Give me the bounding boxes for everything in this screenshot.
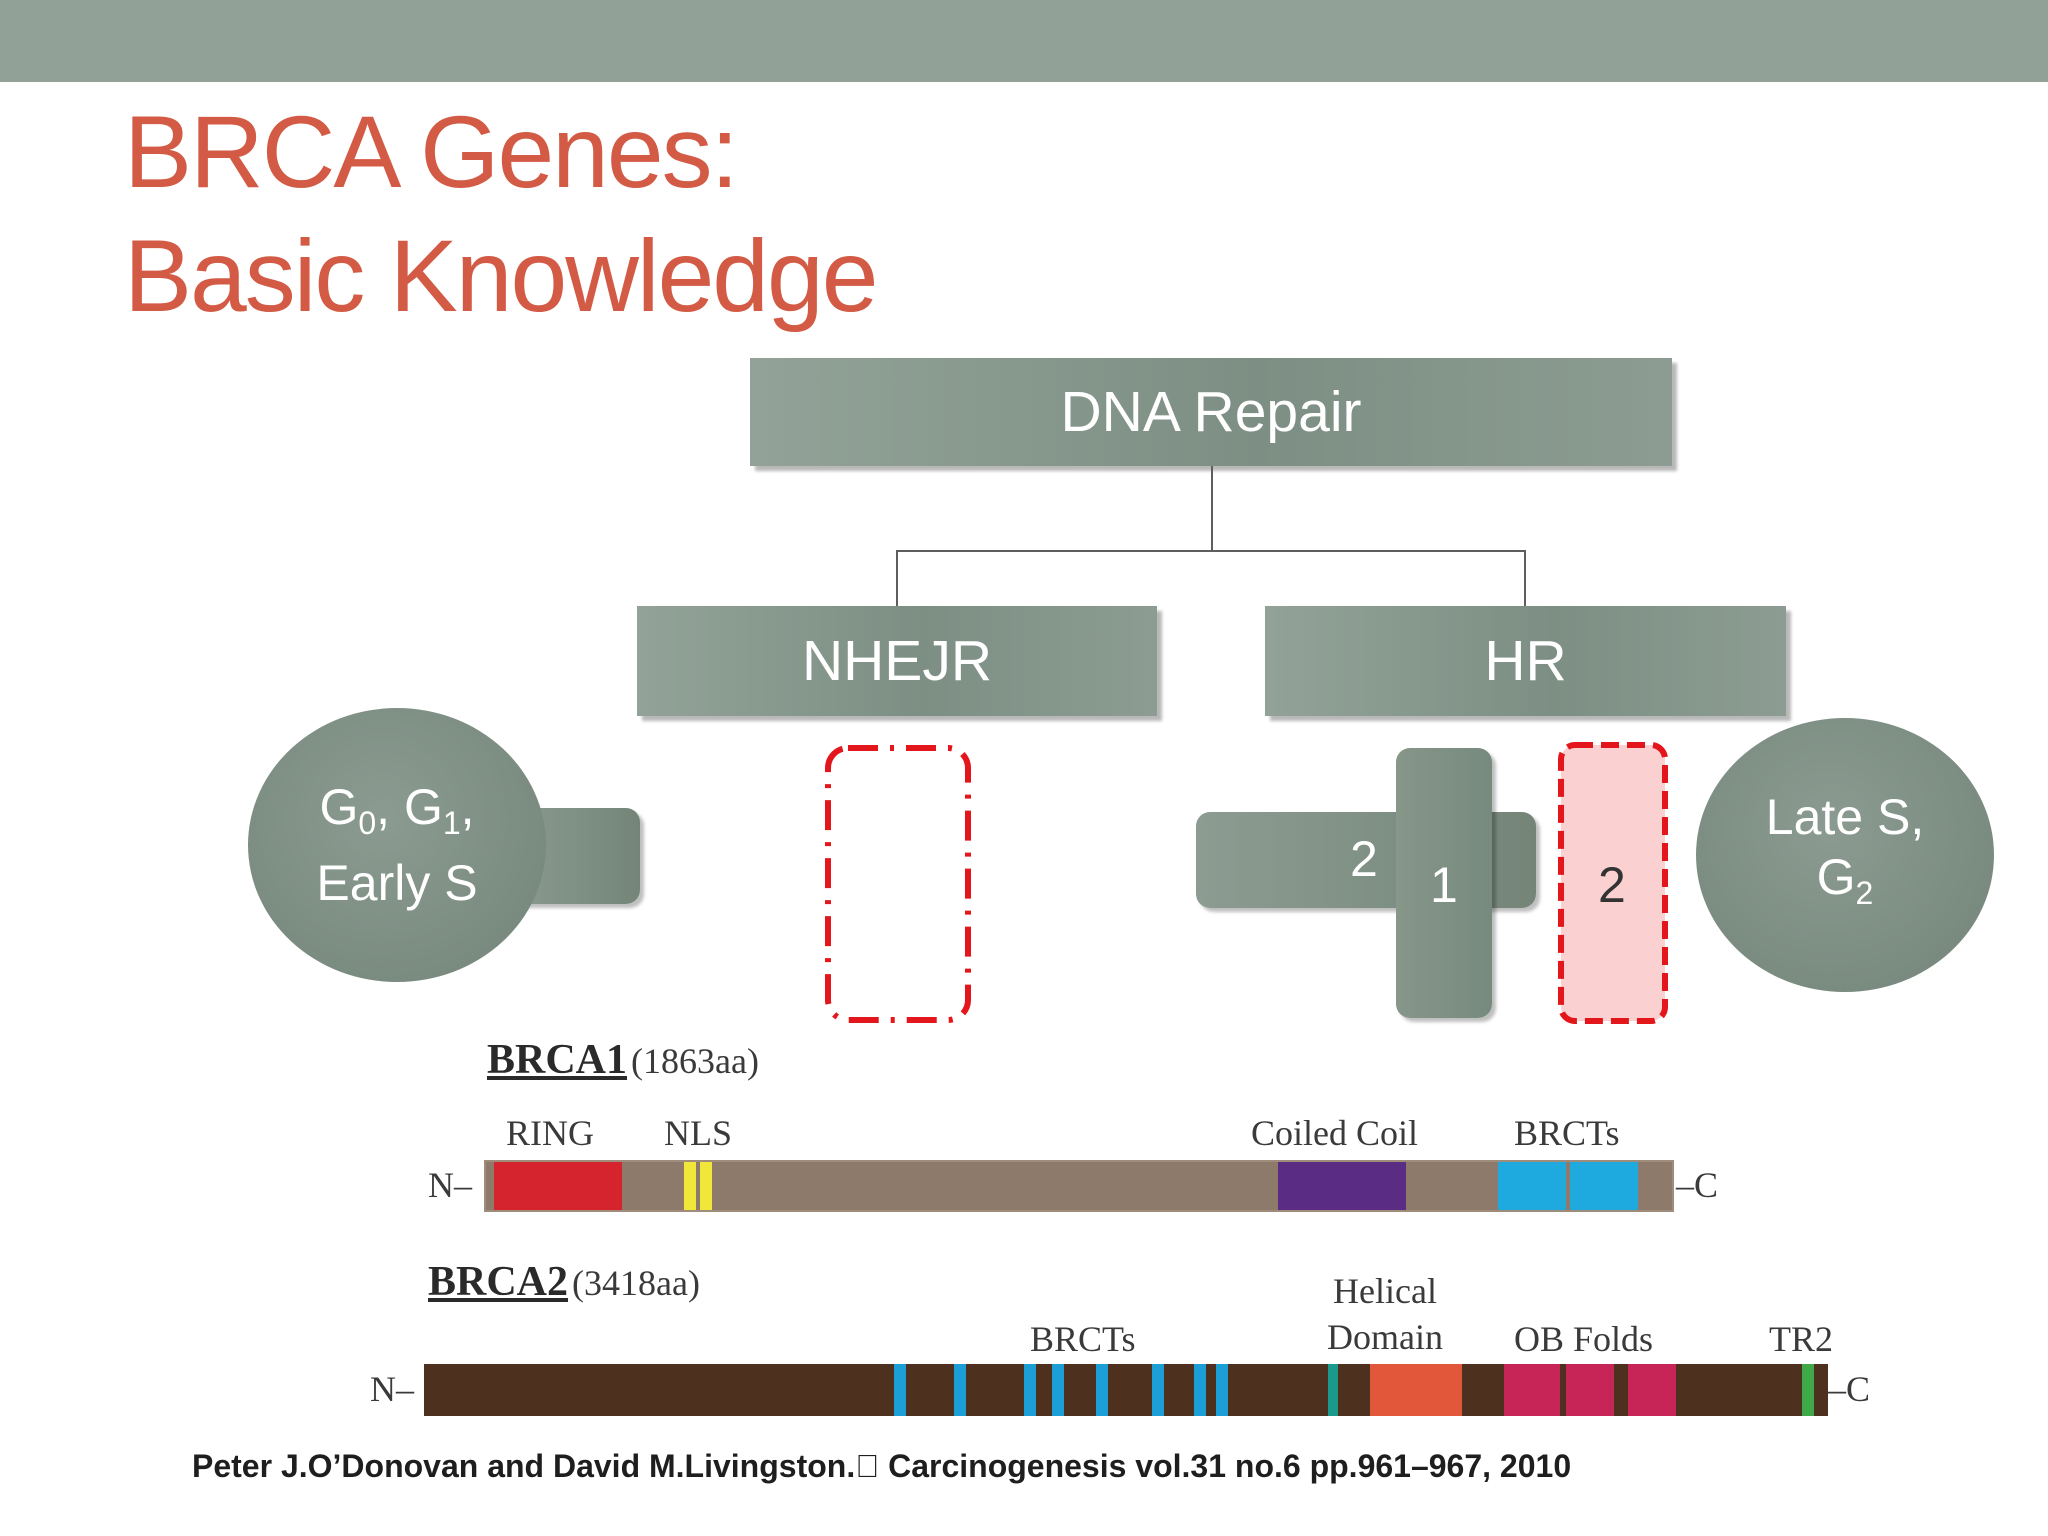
brca1-coiled-coil-domain <box>1278 1162 1406 1210</box>
right-phase-circle: Late S, G2 <box>1696 718 1994 992</box>
top-bar <box>0 0 2048 82</box>
brca2-helical-label: Helical <box>1333 1271 1437 1311</box>
title-line-1: BRCA Genes: <box>124 95 739 209</box>
brca1-length: (1863aa) <box>631 1041 759 1081</box>
brca1-brct-domain-2 <box>1570 1162 1638 1210</box>
brca2-brc-repeat-2 <box>954 1364 966 1416</box>
right-phase-line-2: G2 <box>1816 849 1874 911</box>
brca1-name: BRCA1 <box>487 1037 628 1083</box>
brca2-length: (3418aa) <box>572 1263 700 1303</box>
brca1-brcts-label: BRCTs <box>1514 1113 1620 1153</box>
brca2-n-terminus: N– <box>370 1369 414 1409</box>
connector-right-vertical <box>1524 550 1526 606</box>
brca2-tr2-domain <box>1802 1364 1814 1416</box>
connector-left-vertical <box>896 550 898 606</box>
right-phase-line-1: Late S, <box>1765 789 1925 845</box>
brca1-coiled-coil-label: Coiled Coil <box>1251 1113 1419 1153</box>
brca1-nls-motif-2 <box>700 1162 712 1210</box>
brca1-brct-domain-1 <box>1498 1162 1566 1210</box>
brca2-brc-repeat-4 <box>1052 1364 1064 1416</box>
title-line-2: Basic Knowledge <box>124 219 878 333</box>
connector-horizontal <box>896 550 1526 552</box>
brca2-brc-repeat-8 <box>1216 1364 1228 1416</box>
brca1-vertical-block <box>1396 748 1492 1018</box>
brca2-brc-repeat-7 <box>1194 1364 1206 1416</box>
brca2-ob-fold-1 <box>1504 1364 1560 1416</box>
brca2-c-terminus: –C <box>1828 1369 1871 1409</box>
brca2-ob-fold-2 <box>1566 1364 1614 1416</box>
brca2-helical-domain <box>1370 1364 1462 1416</box>
brca2-brcts-label: BRCTs <box>1030 1319 1136 1359</box>
brca2-ob-fold-3 <box>1628 1364 1676 1416</box>
brca2-heading: BRCA2 (3418aa) <box>428 1258 700 1306</box>
brca2-bar <box>424 1364 1828 1416</box>
brca1-vertical-label: 1 <box>1430 857 1458 913</box>
brca2-helical-marker <box>1328 1364 1338 1416</box>
brca2-highlight-label: 2 <box>1598 857 1626 913</box>
brca2-name: BRCA2 <box>428 1259 569 1305</box>
brca2-horizontal-label: 2 <box>1350 831 1378 887</box>
brca1-ring-label: RING <box>506 1113 594 1153</box>
dna-repair-box: DNA Repair <box>750 358 1672 466</box>
hr-box: HR <box>1265 606 1786 716</box>
left-phase-circle: G0, G1, Early S <box>248 708 546 982</box>
brca2-domain-label: Domain <box>1327 1317 1443 1357</box>
citation: Peter J.O’Donovan and David M.Livingston… <box>192 1448 1572 1484</box>
brca1-nls-motif-1 <box>684 1162 696 1210</box>
brca2-brc-repeat-6 <box>1152 1364 1164 1416</box>
brca2-ob-folds-label: OB Folds <box>1514 1319 1654 1359</box>
nhejr-dashed-empty-box <box>825 745 971 1023</box>
left-phase-line-2: Early S <box>316 855 478 911</box>
nhejr-label: NHEJR <box>801 629 992 693</box>
brca2-brc-repeat-1 <box>894 1364 906 1416</box>
dna-repair-label: DNA Repair <box>1060 380 1362 444</box>
brca1-nls-label: NLS <box>664 1113 733 1153</box>
hr-label: HR <box>1484 629 1567 693</box>
brca2-tr2-label: TR2 <box>1769 1319 1834 1359</box>
left-phase-line-1: G0, G1, <box>319 779 475 841</box>
brca1-ring-domain <box>494 1162 622 1210</box>
brca1-heading: BRCA1 (1863aa) <box>487 1036 759 1084</box>
brca1-n-terminus: N– <box>428 1165 472 1205</box>
brca2-brc-repeat-3 <box>1024 1364 1036 1416</box>
brca1-c-terminus: –C <box>1676 1165 1719 1205</box>
nhejr-box: NHEJR <box>637 606 1157 716</box>
brca1-bar <box>484 1160 1674 1212</box>
slide-title: BRCA Genes: Basic Knowledge <box>124 90 878 338</box>
connector-root-vertical <box>1211 466 1213 551</box>
brca2-brc-repeat-5 <box>1096 1364 1108 1416</box>
brca2-highlight-dashed-box <box>1558 742 1668 1024</box>
